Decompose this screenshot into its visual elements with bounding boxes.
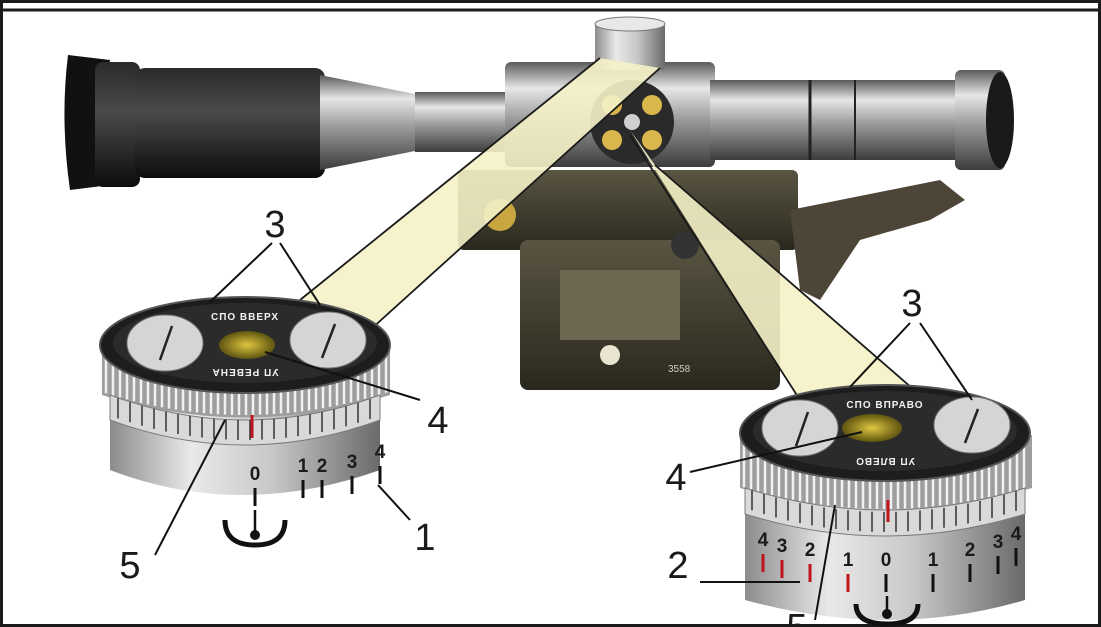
main-tube xyxy=(415,92,510,152)
scale-number: 0 xyxy=(881,550,892,571)
windage-index-mark xyxy=(853,603,921,627)
eyecup xyxy=(64,55,140,190)
scope-mount: 3558 xyxy=(458,170,798,390)
callout-elevation-scale: 5 xyxy=(119,545,140,587)
scale-number: 4 xyxy=(758,530,769,551)
callout-windage-scale-left: 2 xyxy=(667,545,688,587)
callout-windage-lock: 4 xyxy=(665,457,686,499)
scale-number: 0 xyxy=(250,464,261,485)
scale-number: 2 xyxy=(965,540,976,561)
scale-number: 4 xyxy=(1011,524,1022,545)
scale-number: 1 xyxy=(928,550,939,571)
scale-number: 2 xyxy=(805,540,816,561)
scope-strap xyxy=(790,180,965,300)
eyepiece-sleeve xyxy=(135,68,325,178)
front-tube xyxy=(710,80,970,160)
scale-number: 1 xyxy=(843,550,854,571)
top-turret xyxy=(595,22,665,70)
serial-marking: 3558 xyxy=(668,364,691,375)
scale-number: 3 xyxy=(347,452,358,473)
windage-lock xyxy=(842,414,902,442)
beam-elevation xyxy=(300,58,660,330)
callout-windage-scale: 5 xyxy=(786,607,807,627)
scale-number: 2 xyxy=(317,456,328,477)
scale-number: 3 xyxy=(993,532,1004,553)
scale-number: 1 xyxy=(298,456,309,477)
callout-elevation-lock: 4 xyxy=(427,400,448,442)
callout-leaders xyxy=(154,242,973,621)
windage-cap-text-top: СПО ВПРАВО xyxy=(846,400,923,411)
objective-lens xyxy=(986,72,1014,168)
windage-cap-text-bottom: УП ВЛЕВО xyxy=(855,455,915,466)
elevation-lock xyxy=(219,331,275,359)
scale-number: 3 xyxy=(777,536,788,557)
elevation-index-mark xyxy=(222,519,288,548)
callout-elevation-caps: 3 xyxy=(264,204,285,246)
elevation-cap-text-bottom: УП РЕВЕНА xyxy=(212,366,279,377)
windage-screw-left xyxy=(761,399,839,457)
callout-windage-caps: 3 xyxy=(901,283,922,325)
callout-elevation-index: 1 xyxy=(414,517,435,559)
rear-tube xyxy=(320,75,420,170)
elevation-cap-text-top: СПО ВВЕРХ xyxy=(211,312,279,323)
scale-number: 4 xyxy=(375,442,386,463)
